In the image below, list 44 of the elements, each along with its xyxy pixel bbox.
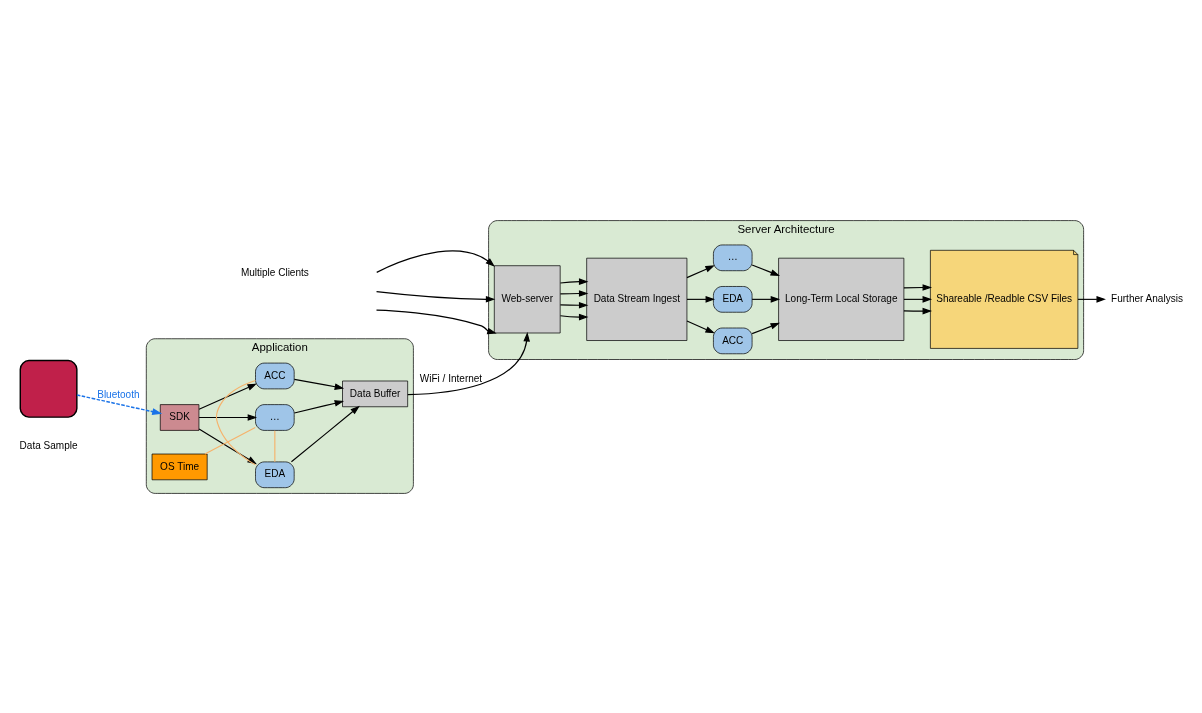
arrow — [686, 264, 715, 278]
node-box: … — [713, 244, 753, 271]
arrow — [198, 413, 258, 421]
node-box: … — [255, 403, 295, 431]
arrow — [407, 331, 530, 395]
node-box: Long-Term Local Storage — [778, 257, 905, 341]
arrow — [293, 399, 345, 414]
edge-label: Bluetooth — [97, 388, 140, 400]
arrow — [903, 283, 933, 291]
node-box: Data Buffer — [342, 380, 409, 407]
arrow — [290, 405, 360, 462]
arrow — [559, 277, 589, 285]
arrow — [559, 301, 589, 309]
arrow — [903, 295, 933, 303]
arrow — [686, 295, 716, 303]
node-box: EDA — [713, 285, 753, 313]
arrow — [686, 320, 715, 333]
edge-label: WiFi / Internet — [419, 372, 483, 384]
arrow — [751, 322, 781, 334]
label: Data Sample — [19, 439, 78, 451]
node-box — [19, 359, 78, 418]
node-box: OS Time — [151, 453, 208, 480]
arrow — [751, 295, 781, 303]
arrow — [376, 249, 495, 273]
arrow — [76, 393, 163, 415]
node-box: Web-server — [493, 264, 561, 333]
arrow — [559, 313, 589, 320]
arrow — [375, 290, 496, 303]
node-text: Further Analysis — [1111, 292, 1183, 304]
connector — [274, 429, 276, 462]
arrow — [559, 289, 589, 297]
node-box: ACC — [255, 362, 295, 389]
arrow — [751, 264, 781, 276]
node-box: Data Stream Ingest — [586, 257, 688, 341]
arrow — [375, 309, 497, 334]
arrow — [198, 383, 257, 410]
arrow — [1077, 295, 1106, 303]
connector — [204, 426, 256, 454]
node-box: ACC — [713, 327, 753, 354]
arrow — [293, 378, 345, 390]
arrow — [903, 307, 933, 314]
node-box: SDK — [159, 403, 200, 431]
label: Multiple Clients — [240, 266, 309, 278]
node-box: EDA — [255, 461, 295, 488]
